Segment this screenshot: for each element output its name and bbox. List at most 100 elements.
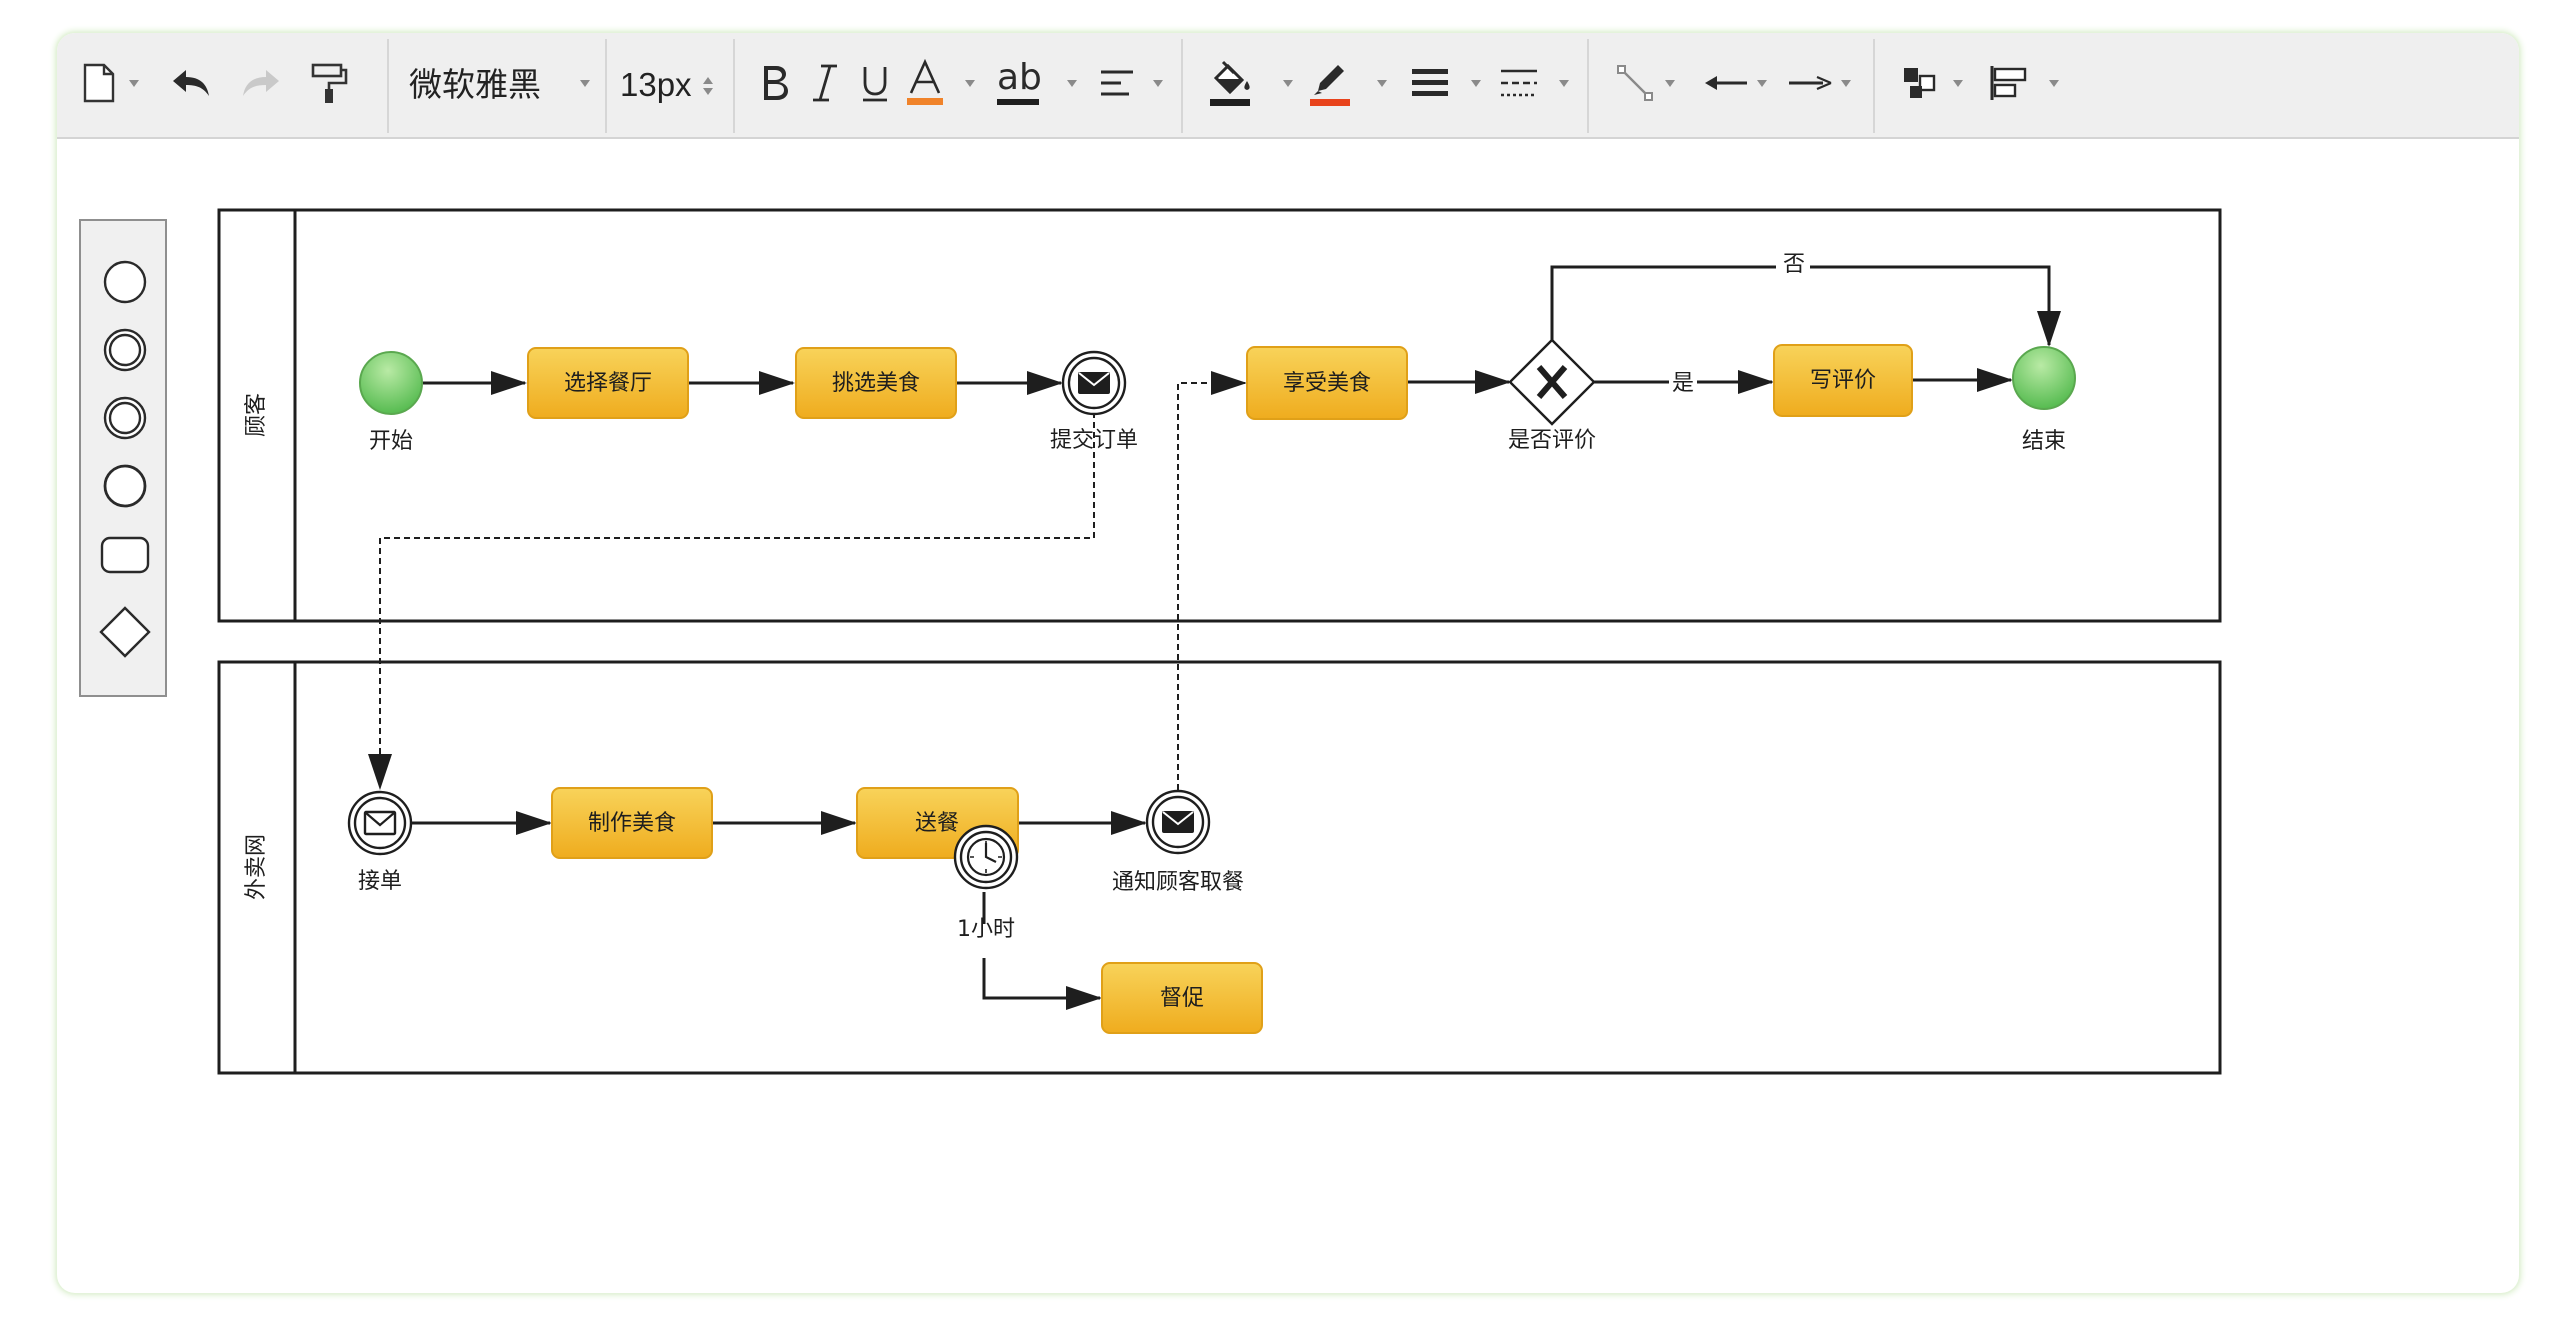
message-event-submit-order-label: 提交订单: [1050, 428, 1138, 453]
start-arrow-dropdown[interactable]: [1757, 80, 1767, 87]
underline-button[interactable]: [857, 55, 893, 111]
edge-label-no: 否: [1783, 252, 1805, 277]
diagram-canvas[interactable]: 顾客 外卖网: [57, 139, 2519, 1293]
start-event[interactable]: [359, 351, 423, 415]
line-color-button[interactable]: [1307, 55, 1353, 111]
circle-icon: [103, 260, 147, 304]
align-shapes-button[interactable]: [1987, 55, 2031, 111]
redo-button[interactable]: [239, 55, 283, 111]
double-circle-icon: [103, 328, 147, 372]
task-write-review-label: 写评价: [1810, 368, 1876, 393]
flow-gateway-no[interactable]: [1550, 265, 2049, 345]
italic-button[interactable]: [807, 55, 843, 111]
text-align-button[interactable]: [1097, 55, 1137, 111]
file-icon: [83, 63, 115, 103]
redo-icon: [243, 70, 279, 96]
palette-start-event[interactable]: [81, 259, 169, 305]
connector-type-button[interactable]: [1613, 55, 1657, 111]
message-submit-to-receive[interactable]: [368, 412, 1095, 790]
message-event-submit-order[interactable]: [1061, 350, 1127, 416]
message-event-notify-customer-label: 通知顾客取餐: [1112, 870, 1244, 895]
message-event-receive-order[interactable]: [347, 790, 413, 856]
align-left-icon: [1101, 70, 1133, 96]
fill-color-dropdown[interactable]: [1283, 80, 1293, 87]
svg-text:ab: ab: [997, 58, 1042, 98]
line-style-button[interactable]: [1497, 55, 1541, 111]
exclusive-gateway[interactable]: [1508, 338, 1596, 426]
format-painter-icon: [311, 63, 348, 103]
font-size-stepper-icon[interactable]: [702, 75, 714, 97]
end-event[interactable]: [2012, 346, 2076, 410]
end-arrow-button[interactable]: [1785, 55, 1835, 111]
task-select-restaurant[interactable]: 选择餐厅: [527, 347, 689, 419]
task-pick-food-label: 挑选美食: [832, 371, 920, 396]
line-width-dropdown[interactable]: [1471, 80, 1481, 87]
task-pick-food[interactable]: 挑选美食: [795, 347, 957, 419]
line-width-icon: [1412, 69, 1448, 96]
font-color-dropdown[interactable]: [965, 80, 975, 87]
palette-gateway[interactable]: [81, 605, 169, 659]
task-deliver-label: 送餐: [915, 811, 959, 836]
font-family-dropdown[interactable]: [580, 80, 590, 87]
connector-icon: [1617, 65, 1653, 101]
font-color-icon: [907, 59, 943, 105]
diamond-icon: [99, 606, 151, 658]
message-notify-to-enjoy[interactable]: [1177, 371, 1247, 790]
text-highlight-button[interactable]: ab: [995, 55, 1043, 111]
new-file-dropdown[interactable]: [129, 80, 139, 87]
fill-color-button[interactable]: [1207, 55, 1255, 111]
text-align-dropdown[interactable]: [1153, 80, 1163, 87]
end-event-label: 结束: [2022, 429, 2066, 454]
flow-timer-to-urge[interactable]: [982, 892, 1100, 998]
text-highlight-icon: ab: [997, 58, 1042, 105]
thick-circle-icon: [103, 464, 147, 508]
palette-intermediate-event-alt[interactable]: [81, 395, 169, 441]
line-style-dropdown[interactable]: [1559, 80, 1569, 87]
arrange-button[interactable]: [1899, 55, 1939, 111]
timer-boundary-event[interactable]: [953, 824, 1019, 890]
new-file-button[interactable]: [79, 55, 119, 111]
message-event-notify-customer[interactable]: [1145, 789, 1211, 855]
undo-icon: [173, 70, 209, 96]
task-enjoy-food[interactable]: 享受美食: [1246, 346, 1408, 420]
arrow-left-icon: [1705, 76, 1747, 90]
palette-task[interactable]: [81, 535, 169, 575]
font-color-button[interactable]: [905, 55, 945, 111]
edge-label-yes: 是: [1672, 371, 1694, 396]
shape-palette: [79, 219, 167, 697]
font-family-select[interactable]: 微软雅黑: [409, 65, 541, 104]
task-make-food[interactable]: 制作美食: [551, 787, 713, 859]
envelope-icon: [363, 810, 397, 836]
format-painter-button[interactable]: [307, 55, 351, 111]
toolbar-separator: [1587, 39, 1589, 133]
align-shapes-dropdown[interactable]: [2049, 80, 2059, 87]
editor-window: 微软雅黑 13px: [57, 33, 2519, 1293]
toolbar-separator: [605, 39, 607, 133]
line-color-dropdown[interactable]: [1377, 80, 1387, 87]
bold-button[interactable]: [757, 55, 793, 111]
double-circle-icon: [103, 396, 147, 440]
task-make-food-label: 制作美食: [588, 811, 676, 836]
paint-bucket-icon: [1210, 60, 1250, 106]
palette-end-event[interactable]: [81, 463, 169, 509]
dash-style-icon: [1501, 69, 1537, 97]
pen-icon: [1310, 65, 1350, 106]
palette-intermediate-event[interactable]: [81, 327, 169, 373]
text-highlight-dropdown[interactable]: [1067, 80, 1077, 87]
lane-customer[interactable]: 顾客: [217, 208, 2222, 623]
underline-icon: [863, 67, 887, 102]
undo-button[interactable]: [169, 55, 213, 111]
task-urge[interactable]: 督促: [1101, 962, 1263, 1034]
message-event-receive-order-label: 接单: [358, 869, 402, 894]
bpmn-diagram: 顾客 外卖网: [217, 208, 2222, 1075]
task-select-restaurant-label: 选择餐厅: [564, 371, 652, 396]
toolbar-separator: [387, 39, 389, 133]
start-arrow-button[interactable]: [1701, 55, 1751, 111]
end-arrow-dropdown[interactable]: [1841, 80, 1851, 87]
connector-type-dropdown[interactable]: [1665, 80, 1675, 87]
task-write-review[interactable]: 写评价: [1773, 344, 1913, 417]
bold-icon: [764, 66, 788, 100]
font-size-input[interactable]: 13px: [620, 66, 692, 103]
arrange-dropdown[interactable]: [1953, 80, 1963, 87]
line-width-button[interactable]: [1407, 55, 1453, 111]
